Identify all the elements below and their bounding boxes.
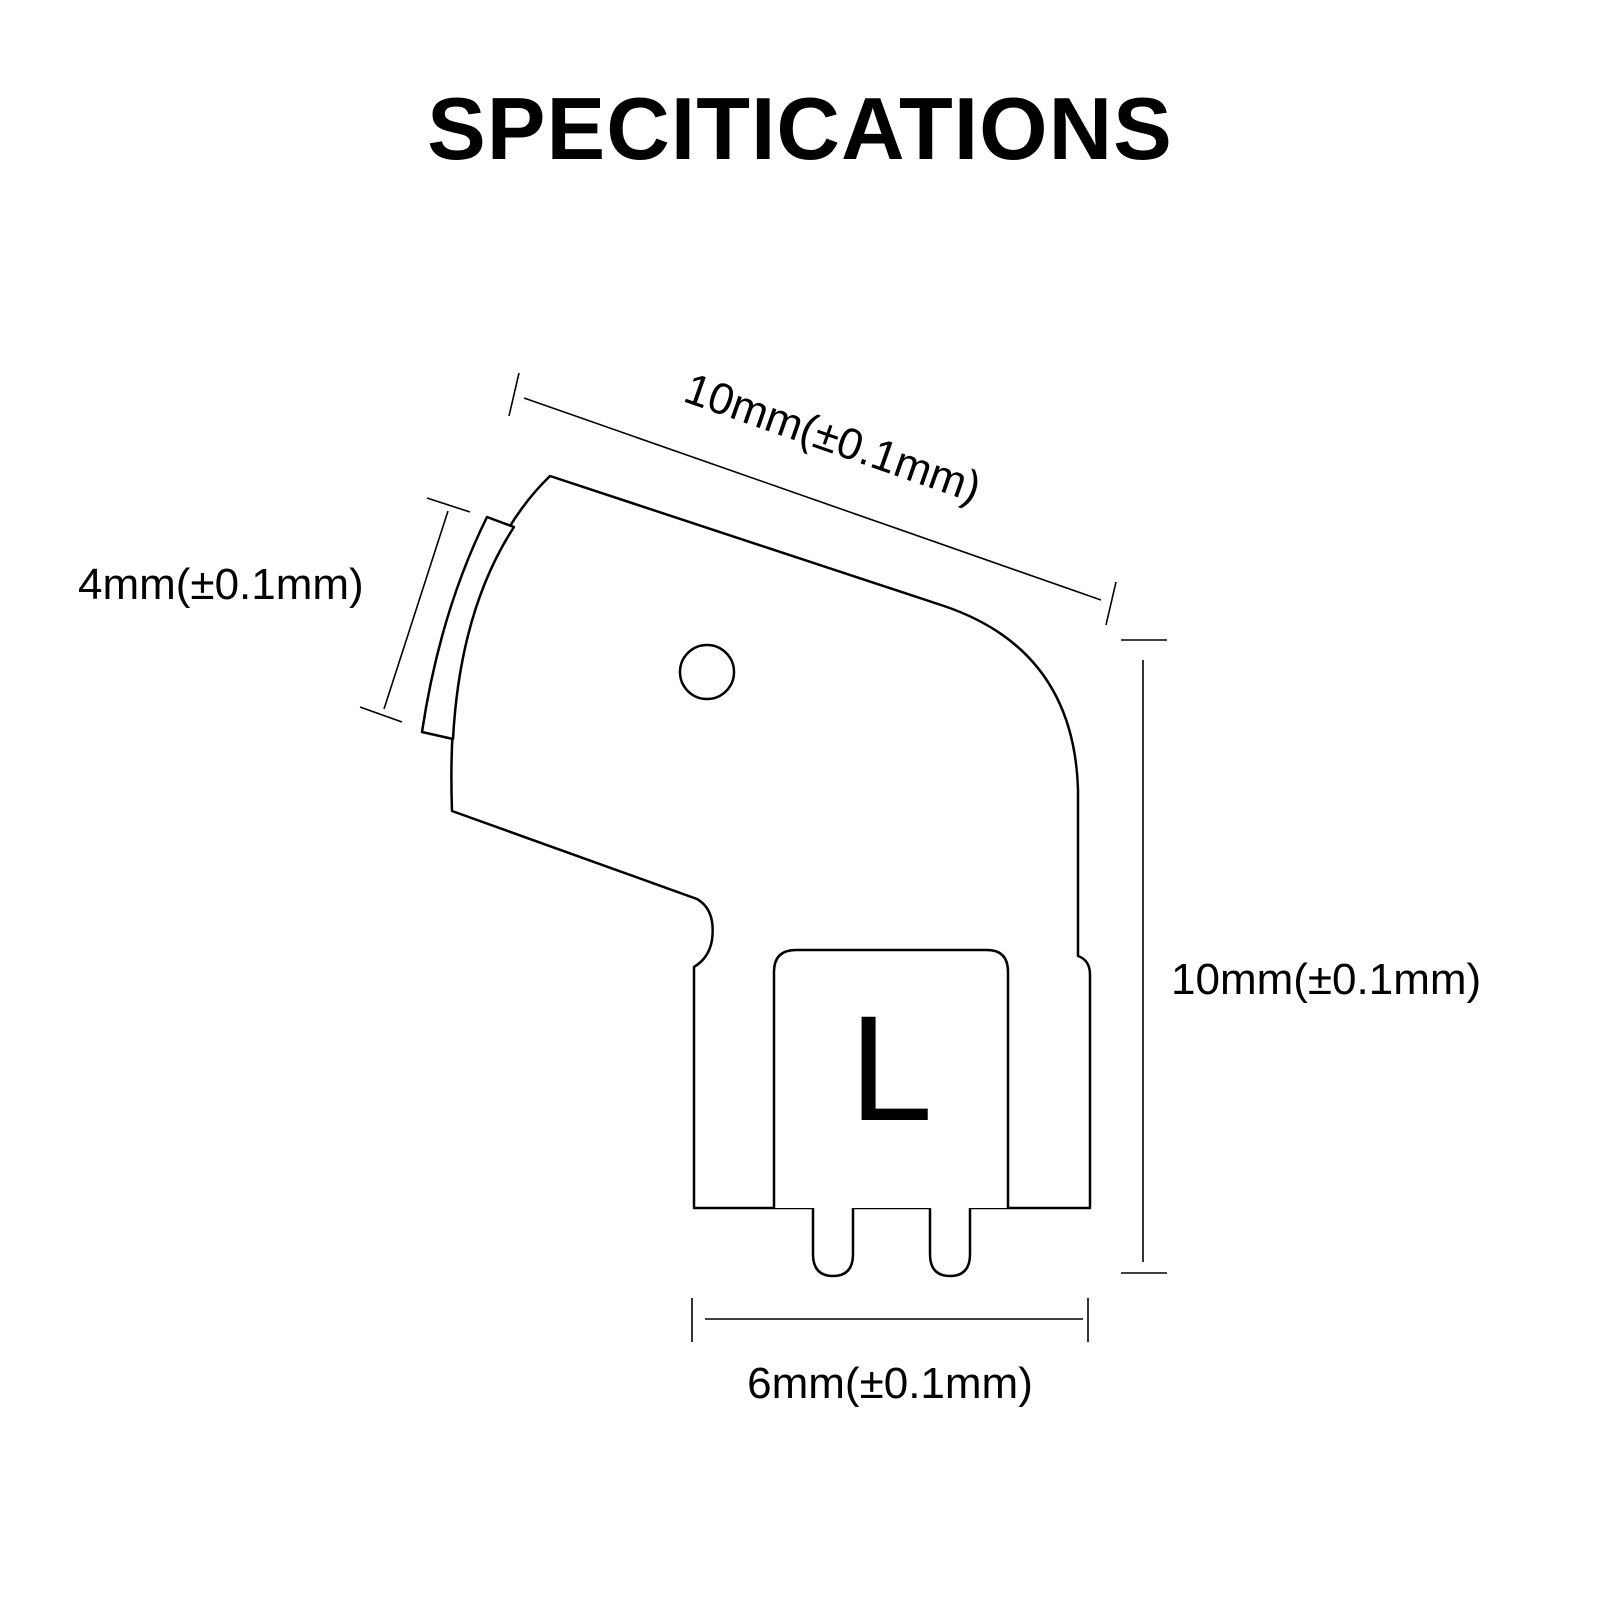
page-title: SPECITICATIONS [427, 79, 1173, 178]
side-label-badge [772, 948, 1010, 1208]
indicator-circle [678, 643, 736, 701]
pin-left [811, 1208, 855, 1278]
connector-tip-step [420, 515, 516, 741]
top-length-label: 10mm(±0.1mm) [678, 364, 987, 513]
base-width-label: 6mm(±0.1mm) [747, 1359, 1033, 1408]
side-label-text: L [849, 984, 932, 1152]
pin-right [928, 1208, 972, 1278]
height-label: 10mm(±0.1mm) [1171, 955, 1481, 1004]
dimension-tip-width: 4mm(±0.1mm) [78, 497, 471, 723]
dimension-height: 10mm(±0.1mm) [1121, 639, 1481, 1274]
tip-width-label: 4mm(±0.1mm) [78, 560, 364, 609]
dimension-base-width: 6mm(±0.1mm) [691, 1298, 1089, 1408]
